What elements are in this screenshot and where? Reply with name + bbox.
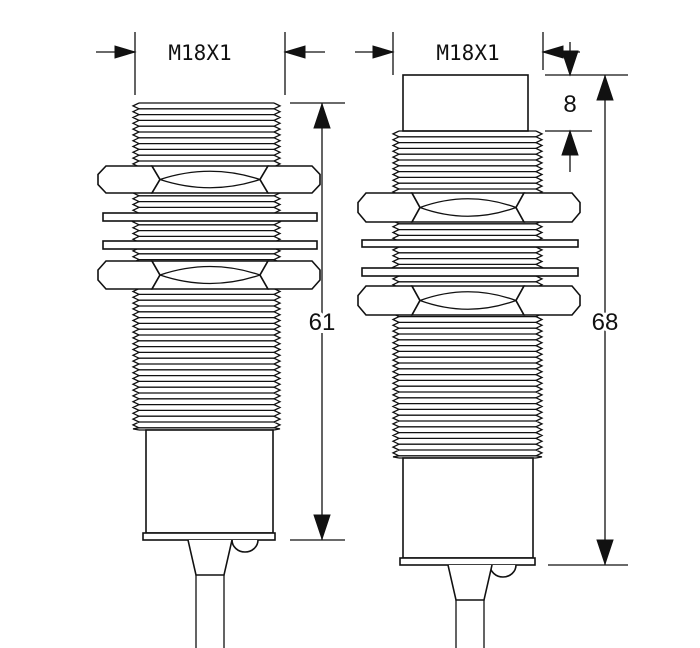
arrowhead-icon [372,45,395,59]
arrowhead-icon [561,129,579,156]
nut-center-face [150,165,270,194]
nut-right-face [259,260,321,290]
left-length-label: 61 [309,309,336,336]
sensor-flange [142,532,276,541]
arrowhead-icon [561,50,579,77]
right-thread-label: M18X1 [436,41,499,65]
cable-gland-bump [231,539,259,553]
arrowhead-icon [114,45,137,59]
right-sensor [357,74,581,648]
cable-gland-bump [489,564,517,578]
left-sensor [97,102,321,648]
nut-right-face [515,285,581,316]
arrowhead-icon [313,514,331,541]
arrowhead-icon [596,539,614,566]
sensor-body [402,457,534,559]
sensor-flange [399,557,536,566]
cable-strain-relief [447,564,493,601]
cable-strain-relief [187,539,233,576]
washer [102,212,318,222]
arrowhead-icon [313,102,331,129]
cap-length-label: 8 [563,91,576,118]
arrowhead-icon [541,45,564,59]
nut-left-face [97,260,161,290]
nut-center-face [410,285,526,316]
nut-center-face [410,192,526,223]
right-length-label: 68 [592,309,619,336]
nut-right-face [515,192,581,223]
washer [361,267,579,277]
left-thread-label: M18X1 [168,41,231,65]
nut-right-face [259,165,321,194]
arrowhead-icon [283,45,306,59]
arrowhead-icon [596,74,614,101]
nut-left-face [97,165,161,194]
dimension-lines [96,32,628,566]
nut-left-face [357,285,421,316]
nut-center-face [150,260,270,290]
sensor-body [145,429,274,534]
nut-left-face [357,192,421,223]
washer [102,240,318,250]
sensor-cap [402,74,529,132]
washer [361,239,579,248]
